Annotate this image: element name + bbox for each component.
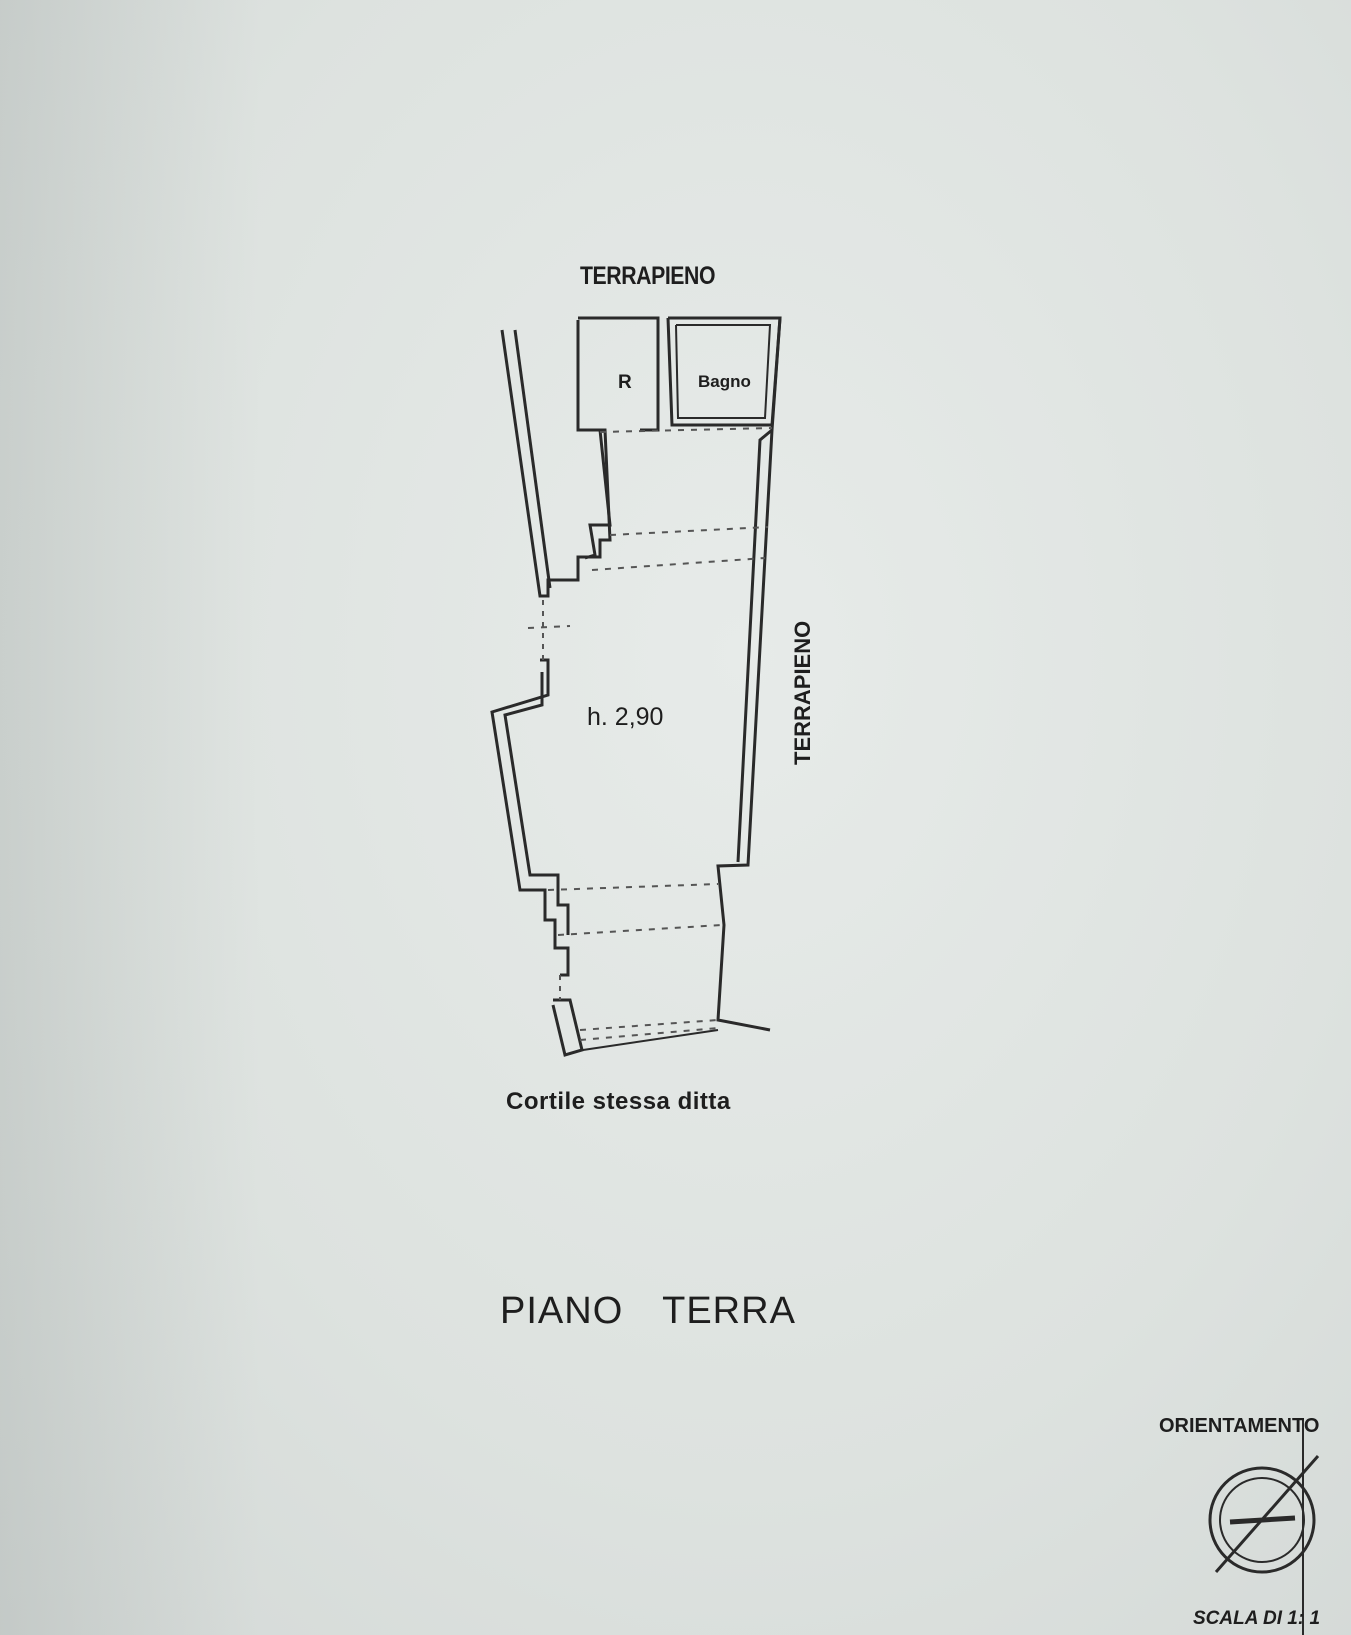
wall-room-r: [578, 316, 660, 432]
wall-room-bagno: [666, 316, 782, 427]
label-terrapieno-side: TERRAPIENO: [790, 620, 815, 765]
orientation-label: ORIENTAMENTO: [1159, 1415, 1320, 1437]
north-arrow-icon: [1208, 1420, 1320, 1635]
dashed-line: [547, 883, 719, 891]
pier-bottom-left: [551, 998, 584, 1057]
outer-wall-lower-left-inner: [503, 672, 570, 935]
dashed-line: [609, 526, 769, 536]
outer-wall-lower-left: [490, 658, 570, 977]
outer-wall-right-inner: [736, 428, 773, 863]
dashed-line: [599, 427, 773, 433]
dashed-line: [557, 924, 723, 936]
paper-shadow: [0, 0, 260, 1635]
room-label-bagno: Bagno: [698, 372, 751, 391]
dashed-line: [527, 625, 571, 629]
label-cortile: Cortile stessa ditta: [506, 1088, 731, 1115]
scale-label: SCALA DI 1: 1: [1193, 1608, 1321, 1629]
label-terrapieno-top: TERRAPIENO: [580, 262, 716, 290]
height-label: h. 2,90: [587, 703, 664, 731]
room-label-r: R: [618, 372, 632, 393]
dashed-line: [579, 1019, 719, 1031]
plan-title: PIANO TERRA: [500, 1290, 796, 1332]
dashed-line: [591, 557, 766, 571]
outer-wall-left-inner: [513, 329, 552, 589]
wall-steps: [584, 429, 612, 560]
dashed-line: [579, 1027, 719, 1041]
